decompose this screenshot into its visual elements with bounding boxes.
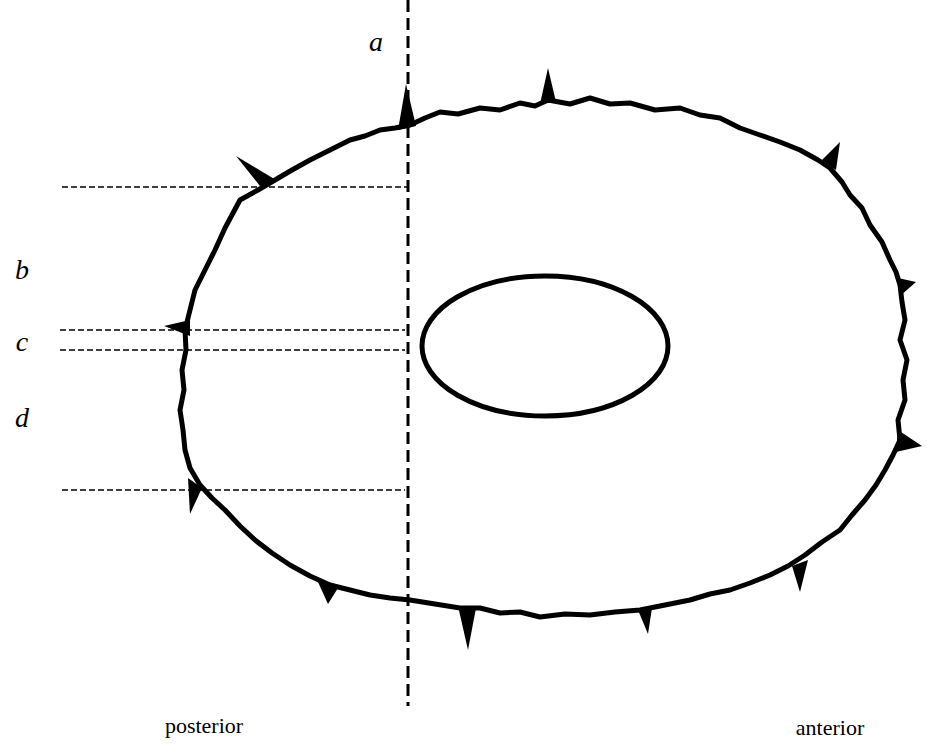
band-label: d	[15, 404, 29, 432]
spikes	[164, 68, 922, 650]
direction-label: anterior	[796, 717, 864, 739]
band-lines	[60, 187, 408, 490]
axis-label: a	[369, 28, 383, 56]
direction-label: posterior	[165, 715, 243, 737]
band-label: b	[15, 256, 29, 284]
nucleus-outline	[422, 276, 668, 416]
band-label: c	[16, 328, 28, 356]
cell-outline	[180, 98, 907, 617]
axis-line	[407, 0, 410, 706]
